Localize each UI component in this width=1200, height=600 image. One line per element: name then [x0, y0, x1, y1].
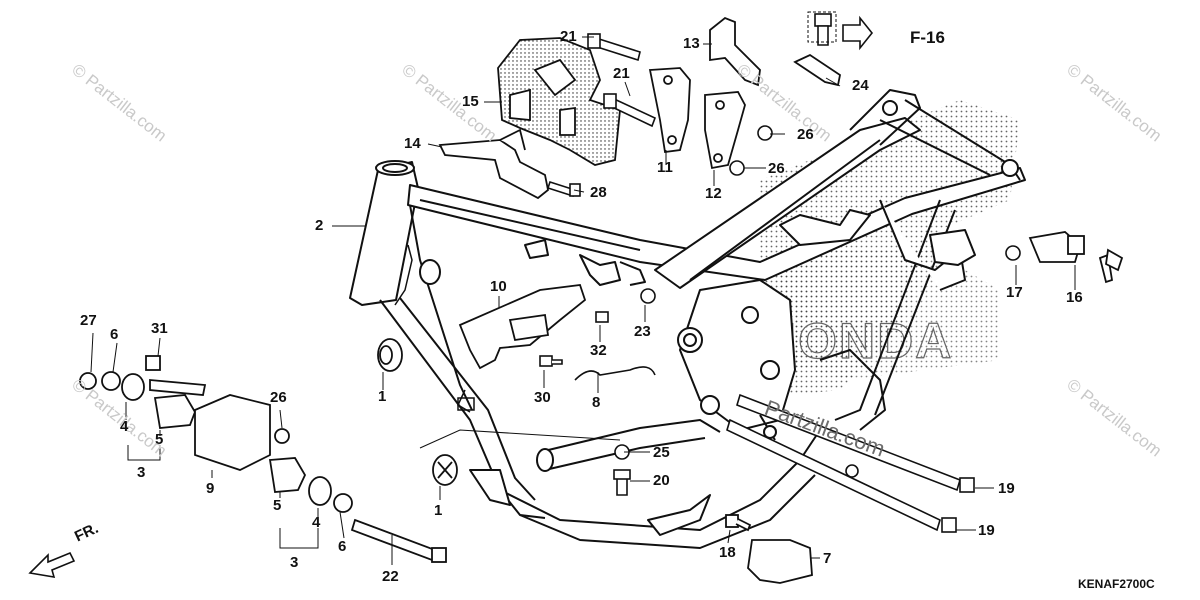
- callout-23[interactable]: 23: [634, 323, 651, 340]
- callout-1[interactable]: 1: [378, 388, 387, 405]
- callout-9[interactable]: 9: [206, 480, 215, 497]
- wire-clamps: [394, 244, 475, 413]
- callout-32[interactable]: 32: [590, 342, 607, 359]
- callout-4[interactable]: 4: [120, 418, 129, 435]
- callout-21[interactable]: 21: [560, 28, 577, 45]
- bracket-14: [438, 128, 549, 200]
- callout-10[interactable]: 10: [490, 278, 507, 295]
- callout-11[interactable]: 11: [657, 159, 673, 176]
- callout-26[interactable]: 26: [270, 389, 287, 406]
- bracket-7: [725, 514, 813, 584]
- heat-shield-15: [497, 37, 621, 166]
- callout-17[interactable]: 17: [1006, 284, 1023, 301]
- engine-mount-parts: [79, 355, 447, 563]
- leader-lines: [90, 36, 1076, 565]
- callout-30[interactable]: 30: [534, 389, 551, 406]
- callout-16[interactable]: 16: [1066, 289, 1083, 306]
- callout-25[interactable]: 25: [653, 444, 670, 461]
- bolt-20-nut-25: [613, 444, 631, 496]
- arrow-icon: [807, 11, 874, 51]
- callout-22[interactable]: 22: [382, 568, 399, 585]
- callout-20[interactable]: 20: [653, 472, 670, 489]
- long-bolts-19: [726, 393, 975, 533]
- bracket-12: [704, 91, 746, 170]
- callout-15[interactable]: 15: [462, 93, 479, 110]
- grommets-1: [377, 338, 458, 486]
- spring-8: [574, 366, 656, 381]
- small-bolts: [539, 245, 1021, 367]
- callout-5[interactable]: 5: [155, 431, 164, 448]
- callout-12[interactable]: 12: [705, 185, 722, 202]
- callout-24[interactable]: 24: [852, 77, 869, 94]
- callout-3[interactable]: 3: [137, 464, 146, 481]
- callout-26[interactable]: 26: [768, 160, 785, 177]
- ignition-switch-16: [1028, 231, 1124, 284]
- callout-18[interactable]: 18: [719, 544, 736, 561]
- callout-5[interactable]: 5: [273, 497, 282, 514]
- front-direction-arrow-icon: [28, 551, 76, 578]
- callout-1[interactable]: 1: [434, 502, 443, 519]
- bracket-13: [709, 16, 761, 87]
- callout-14[interactable]: 14: [404, 135, 421, 152]
- callout-3[interactable]: 3: [290, 554, 299, 571]
- diagram-code: KENAF2700C: [1078, 577, 1155, 591]
- bracket-11: [648, 67, 691, 154]
- callout-19[interactable]: 19: [998, 480, 1015, 497]
- callout-2[interactable]: 2: [315, 217, 324, 234]
- callout-19[interactable]: 19: [978, 522, 995, 539]
- clamp-24: [793, 53, 842, 87]
- callout-8[interactable]: 8: [592, 394, 601, 411]
- bracket-10: [458, 284, 587, 370]
- reference-label[interactable]: F-16: [910, 28, 945, 47]
- callout-6[interactable]: 6: [338, 538, 347, 555]
- callout-31[interactable]: 31: [151, 320, 168, 337]
- callout-21[interactable]: 21: [613, 65, 630, 82]
- callout-13[interactable]: 13: [683, 35, 700, 52]
- callout-4[interactable]: 4: [312, 514, 321, 531]
- callout-27[interactable]: 27: [80, 312, 97, 329]
- main-frame: [349, 89, 1026, 549]
- callout-7[interactable]: 7: [823, 550, 832, 567]
- callout-26[interactable]: 26: [797, 126, 814, 143]
- callout-28[interactable]: 28: [590, 184, 607, 201]
- callout-6[interactable]: 6: [110, 326, 119, 343]
